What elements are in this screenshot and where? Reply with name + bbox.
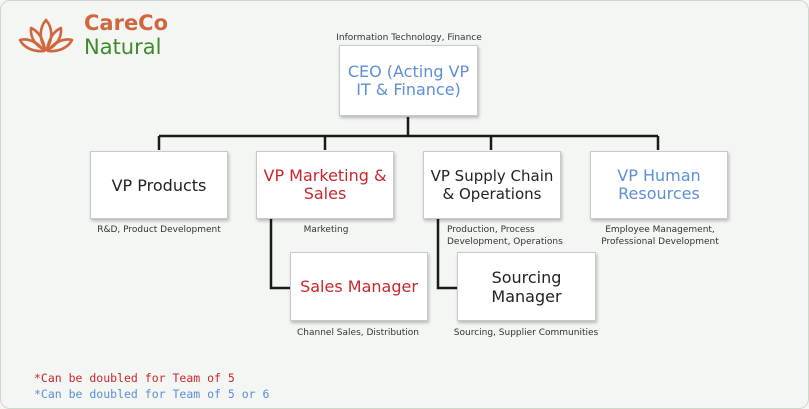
lotus-icon — [18, 18, 74, 53]
vp-marketing-box: VP Marketing & Sales — [256, 151, 394, 219]
sourcing-manager-label: Sourcing Manager — [491, 267, 562, 306]
vp-marketing-note: Marketing — [303, 225, 349, 235]
sales-manager-label: Sales Manager — [300, 277, 418, 296]
careco-logo: CareCo Natural — [18, 12, 178, 62]
vp-supply-note: Production, Process Development, Operati… — [447, 225, 563, 247]
vp-products-box: VP Products — [90, 151, 228, 219]
vp-hr-label: VP Human Resources — [617, 166, 701, 203]
ceo-box: CEO (Acting VP IT & Finance) — [339, 45, 478, 116]
vp-marketing-label: VP Marketing & Sales — [263, 166, 387, 203]
vp-products-note: R&D, Product Development — [97, 225, 221, 235]
brand-name-line2: Natural — [84, 35, 162, 59]
ceo-label: CEO (Acting VP IT & Finance) — [347, 61, 470, 99]
legend-blue-note: *Can be doubled for Team of 5 or 6 — [34, 387, 270, 401]
vp-hr-note: Employee Management, Professional Develo… — [601, 225, 719, 247]
sourcing-manager-box: Sourcing Manager — [457, 252, 596, 321]
vp-supply-label: VP Supply Chain & Operations — [430, 167, 554, 203]
sales-manager-box: Sales Manager — [290, 252, 428, 321]
legend-red-note: *Can be doubled for Team of 5 — [34, 371, 235, 385]
sourcing-manager-note: Sourcing, Supplier Communities — [453, 328, 599, 338]
vp-supply-box: VP Supply Chain & Operations — [423, 151, 561, 219]
sales-manager-note: Channel Sales, Distribution — [297, 328, 419, 338]
brand-name-line1: CareCo — [84, 11, 169, 35]
vp-hr-box: VP Human Resources — [590, 151, 728, 219]
ceo-note: Information Technology, Finance — [336, 33, 482, 43]
vp-products-label: VP Products — [111, 175, 207, 195]
